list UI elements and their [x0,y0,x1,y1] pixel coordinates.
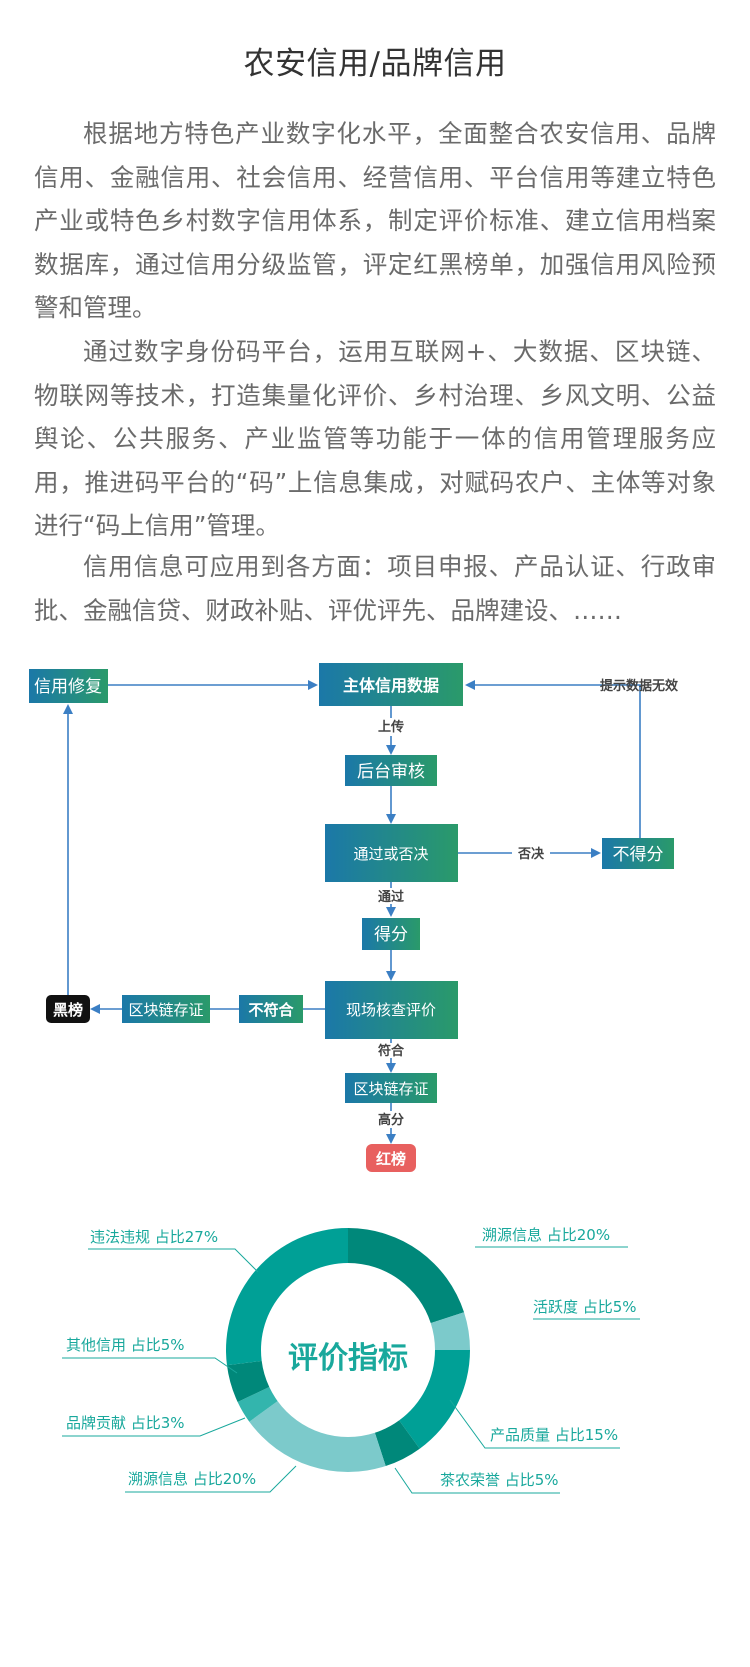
svg-text:得分: 得分 [374,925,408,945]
page-title: 农安信用/品牌信用 [243,46,507,82]
leader-line-quality [449,1399,620,1449]
label-trace-right: 溯源信息 占比20% [482,1226,610,1244]
svg-text:后台审核: 后台审核 [357,762,425,782]
leader-line-trace-left [125,1465,297,1493]
leader-line-honor [394,1467,560,1494]
intro-paragraph-2: 通过数字身份码平台，运用互联网+、大数据、区块链、物联网等技术，打造集量化评价、… [34,337,716,540]
donut-segment-2 [399,1350,470,1449]
node-blockchain: 区块链存证 [345,1073,437,1103]
donut-segment-3 [374,1420,420,1467]
intro-paragraph-3: 信用信息可应用到各方面：项目申报、产品认证、行政审批、金融信贷、财政补贴、评优评… [34,552,716,625]
donut-center-label: 评价指标 [288,1341,408,1376]
svg-text:现场核查评价: 现场核查评价 [346,1001,436,1019]
node-onsite-evaluation: 现场核查评价 [325,981,458,1039]
edge-invalid-loop [465,680,641,838]
node-redlist: 红榜 [366,1144,416,1172]
svg-text:区块链存证: 区块链存证 [353,1080,428,1098]
label-honor: 茶农荣誉 占比5% [440,1471,559,1489]
edge-label-upload: 上传 [378,719,404,735]
edge-label-reject: 否决 [517,846,545,862]
svg-text:区块链存证: 区块链存证 [128,1001,203,1019]
node-blacklist: 黑榜 [46,995,90,1023]
donut-segment-0 [348,1228,465,1324]
leader-line-violation [88,1248,259,1273]
donut-segment-7 [225,1228,348,1366]
node-not-compliant: 不符合 [239,995,303,1023]
node-subject-credit-data: 主体信用数据 [319,663,463,706]
svg-text:黑榜: 黑榜 [53,1001,83,1019]
edge-label-high: 高分 [378,1112,404,1128]
node-no-score: 不得分 [602,838,674,869]
svg-text:通过或否决: 通过或否决 [353,845,428,863]
svg-text:不得分: 不得分 [613,845,664,865]
leader-line-brand [62,1417,246,1437]
node-score: 得分 [362,918,420,950]
svg-text:不符合: 不符合 [248,1001,294,1019]
evaluation-indicator-donut: 评价指标 违法违规 占比27% 其他信用 占比5% 品牌贡献 占比3% 溯源信息… [62,1226,640,1494]
node-pass-or-reject: 通过或否决 [325,824,458,882]
label-brand: 品牌贡献 占比3% [66,1414,185,1432]
node-blockchain-left: 区块链存证 [122,995,210,1023]
node-credit-repair: 信用修复 [29,669,108,703]
svg-text:红榜: 红榜 [376,1150,406,1168]
label-activity: 活跃度 占比5% [533,1298,637,1316]
node-backend-audit: 后台审核 [345,755,437,786]
donut-segment-5 [237,1387,278,1422]
label-quality: 产品质量 占比15% [490,1426,618,1444]
donut-segment-1 [430,1312,470,1350]
label-violation: 违法违规 占比27% [90,1228,218,1246]
svg-text:主体信用数据: 主体信用数据 [343,676,439,695]
donut-segment-6 [226,1360,270,1402]
intro-paragraph-1: 根据地方特色产业数字化水平，全面整合农安信用、品牌信用、金融信用、社会信用、经营… [34,119,716,322]
edge-label-match: 符合 [378,1043,405,1059]
donut-segment-4 [249,1401,386,1472]
svg-text:信用修复: 信用修复 [34,677,102,697]
credit-flow-diagram: 信用修复 主体信用数据 后台审核 通过或否决 不得分 得分 现场核查评价 不符合… [29,663,679,1172]
label-other-credit: 其他信用 占比5% [66,1336,185,1354]
leader-line-other-credit [62,1357,238,1374]
label-trace-left: 溯源信息 占比20% [128,1470,256,1488]
edge-label-pass: 通过 [378,889,404,905]
edge-label-invalid: 提示数据无效 [600,678,679,694]
